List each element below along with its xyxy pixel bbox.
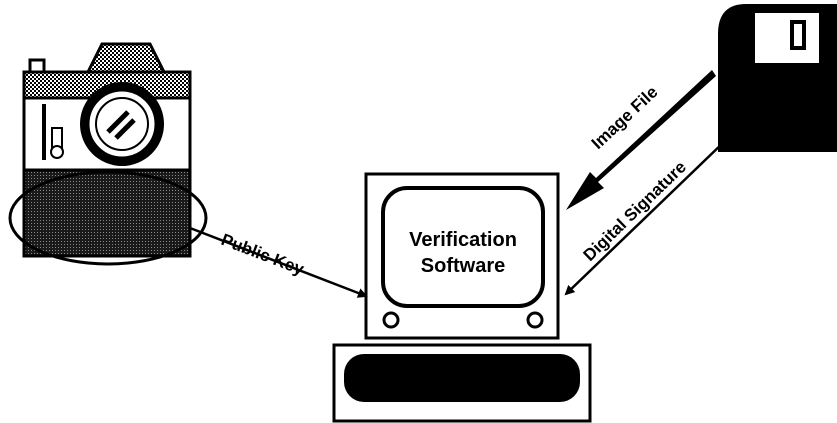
public-key-arrow (189, 226, 368, 298)
image-file-label: Image File (588, 82, 662, 153)
public-key-label: Public Key (219, 230, 307, 279)
floppy-disk-icon (718, 4, 837, 152)
verification-text-line2: Software (421, 255, 505, 277)
image-file-arrow (566, 70, 716, 210)
computer-monitor-icon (364, 172, 560, 340)
digital-signature-label: Digital Signature (580, 157, 690, 265)
keyboard-icon (332, 343, 592, 423)
digital-signature-arrow (564, 139, 727, 296)
camera-icon (8, 42, 208, 266)
verification-text-line1: Verification (409, 229, 517, 251)
